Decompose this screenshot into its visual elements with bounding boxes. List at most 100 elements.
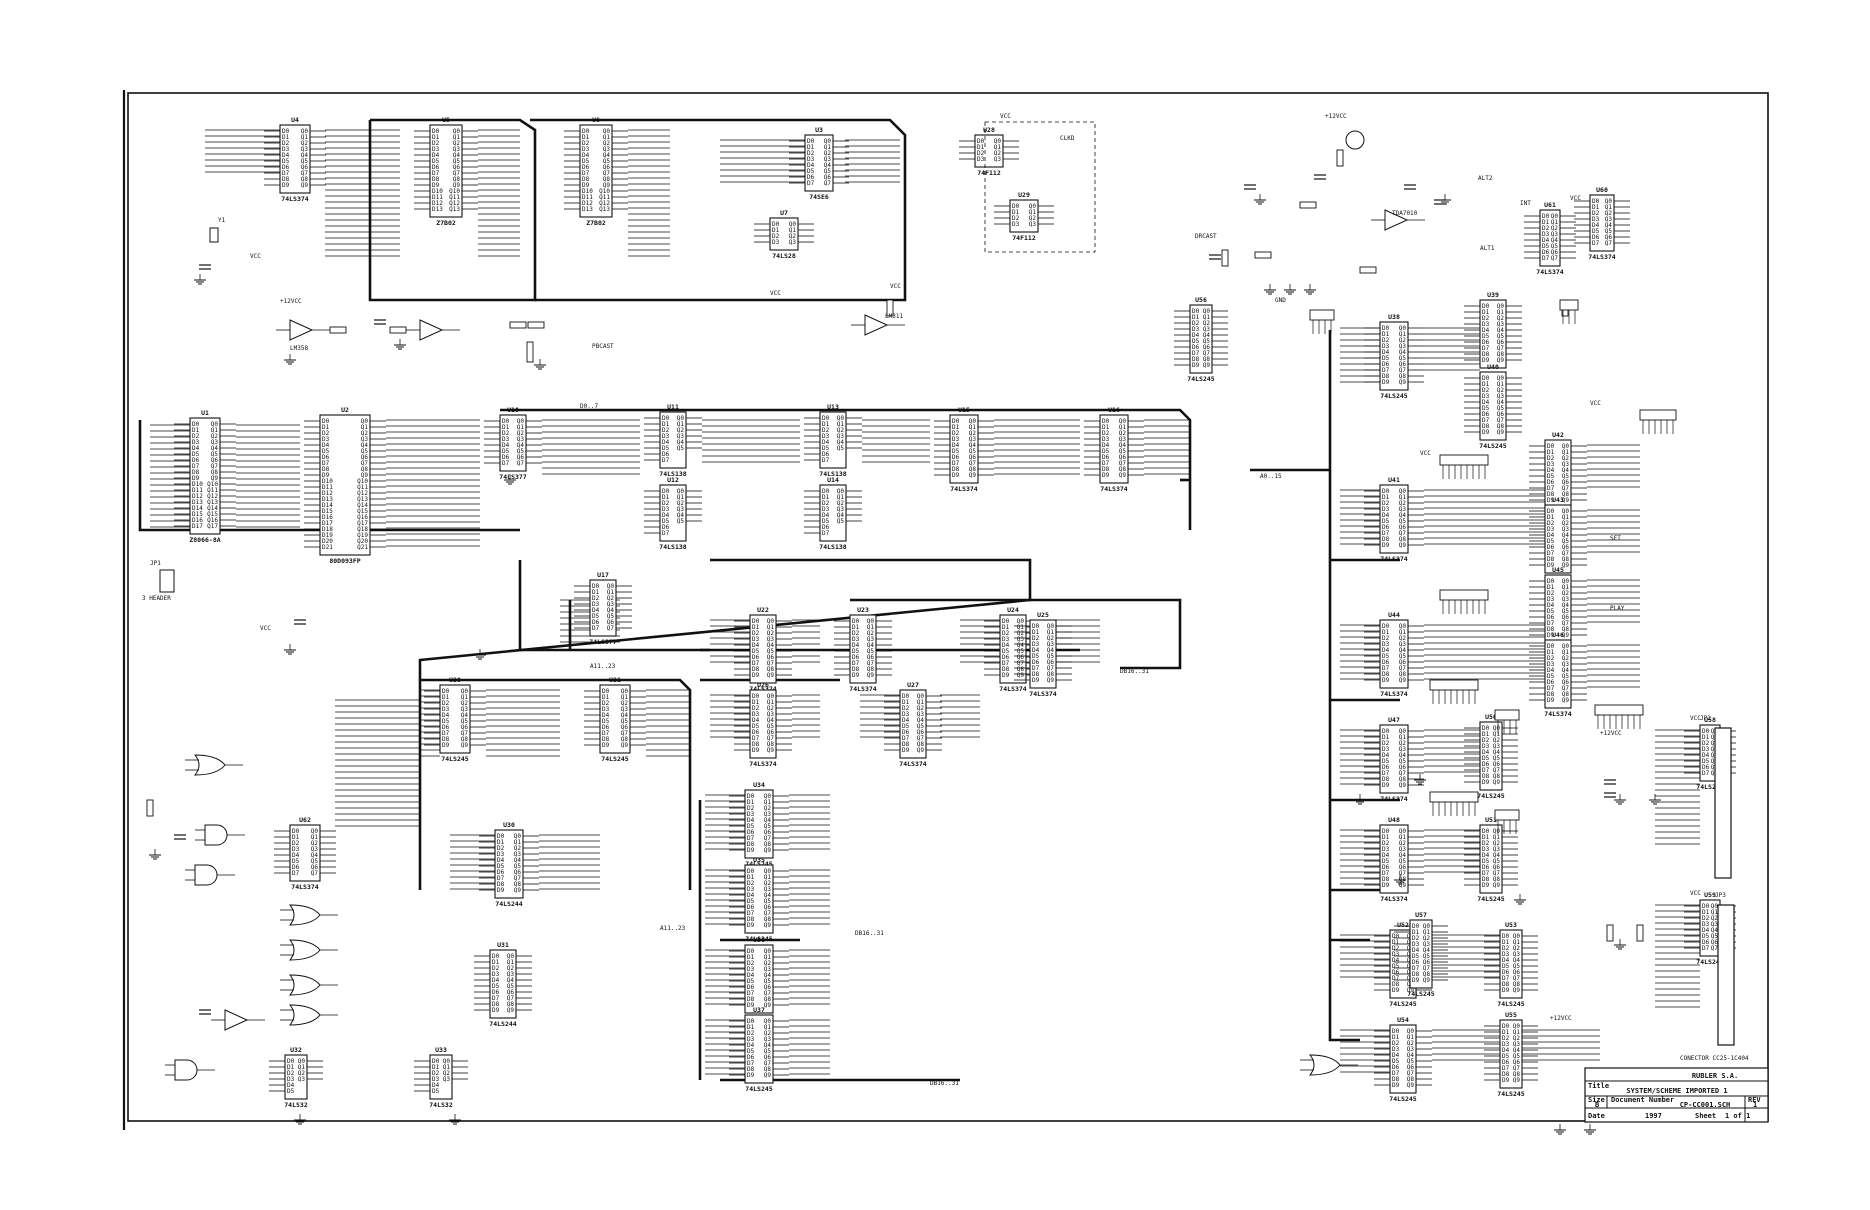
ic-body <box>1379 724 1409 794</box>
ic-pin-name: D1 <box>502 424 510 431</box>
ic-pin-name: Q4 <box>764 817 772 824</box>
net-label: JP3 <box>1715 892 1726 899</box>
ic-pin-name: Q6 <box>301 164 309 171</box>
ic-pin-name: D2 <box>1482 387 1490 394</box>
capacitor <box>174 834 186 840</box>
ic-pin-name: Q6 <box>507 989 515 996</box>
ic-part: 74LS374 <box>1544 710 1571 718</box>
net-label: GND <box>1275 297 1286 304</box>
ic-pin-name: Q4 <box>1119 442 1127 449</box>
ic-pin-name: D4 <box>282 152 290 159</box>
ic-pin-name: Q8 <box>621 736 629 743</box>
buffer-body <box>864 314 889 336</box>
ic-pin-name: D7 <box>1482 345 1490 352</box>
ic-pin-name: D4 <box>1382 512 1390 519</box>
ic-pin-name: Q1 <box>517 424 525 431</box>
ic-pin-name: Q9 <box>1407 987 1415 994</box>
ic-pin-name: D19 <box>322 532 333 539</box>
ground-symbol <box>394 339 406 350</box>
ic-ref: U22 <box>757 606 769 614</box>
ic-ref: U34 <box>753 781 765 789</box>
ic-pin-name: D3 <box>1392 1046 1400 1053</box>
ic-pin-name: D5 <box>752 723 760 730</box>
ic-pin-name: Q0 <box>764 793 772 800</box>
ic-ref: U52 <box>1397 921 1409 929</box>
ic-pin-name: Q6 <box>1423 959 1431 966</box>
potentiometer <box>526 341 534 363</box>
or-gate <box>280 904 338 926</box>
ic-pin-name: D9 <box>1547 697 1555 704</box>
ic-pin-name: Q1 <box>443 1064 451 1071</box>
ic-pin-name: Q6 <box>1399 524 1407 531</box>
ic-pin-name: Q0 <box>607 583 615 590</box>
ic-pin-name: Q4 <box>1399 647 1407 654</box>
ic-pin-name: D5 <box>807 168 815 175</box>
ic-pin-name: Q3 <box>311 846 319 853</box>
ic-pin-name: Q2 <box>837 427 845 434</box>
ic-ref: U51 <box>1485 816 1497 824</box>
and-gate <box>195 824 245 846</box>
resistor-body <box>1336 149 1344 167</box>
ic-pin-name: Q7 <box>764 910 772 917</box>
ic-pin-name: Q5 <box>867 648 875 655</box>
ic-pin-name: D2 <box>1002 630 1010 637</box>
ic-pin-name: D2 <box>1392 1040 1400 1047</box>
ic-pin-name: D3 <box>747 886 755 893</box>
ic-pin-name: D9 <box>1002 672 1010 679</box>
net-label: INT <box>1520 200 1531 207</box>
ic-pin-name: Q7 <box>1399 665 1407 672</box>
ic-pin-name: Q3 <box>507 971 515 978</box>
ic-part: 74LS245 <box>1696 783 1723 791</box>
ic-pin-name: D0 <box>192 421 200 428</box>
ic-pin-name: Q0 <box>994 138 1002 145</box>
ic-pin-name: Q2 <box>1399 337 1407 344</box>
ic-u50: D0D1D2D3D4D5D6D7D8D9Q0Q1Q2Q3Q4Q5Q6Q7Q8Q9… <box>1464 713 1518 800</box>
ic-pin-name: D2 <box>772 233 780 240</box>
ic-pin-name: D9 <box>492 1007 500 1014</box>
ic-pin-name: D1 <box>1382 834 1390 841</box>
ic-part: Z7B02 <box>586 219 606 227</box>
ic-pin-name: D7 <box>1382 870 1390 877</box>
ic-pin-name: D1 <box>432 134 440 141</box>
ic-pin-name: D4 <box>292 852 300 859</box>
ic-pin-name: D9 <box>497 887 505 894</box>
ic-pin-name: Q6 <box>764 984 772 991</box>
ic-pin-name: Q2 <box>1407 1040 1415 1047</box>
ic-pin-name: Q10 <box>207 481 218 488</box>
ic-pin-name: D0 <box>322 418 330 425</box>
ic-pin-name: Q1 <box>514 839 522 846</box>
ic-pin-name: D1 <box>1502 939 1510 946</box>
ic-pin-name: D5 <box>1102 448 1110 455</box>
ic-pin-name: D1 <box>1482 381 1490 388</box>
ic-pin-name: D7 <box>1482 870 1490 877</box>
ic-pin-name: Q4 <box>361 442 369 449</box>
ic-ref: U13 <box>827 403 839 411</box>
or-gate <box>185 754 243 776</box>
ic-pin-name: Q8 <box>1203 356 1211 363</box>
ic-pin-name: D6 <box>1547 614 1555 621</box>
ic-pin-name: Q0 <box>1203 308 1211 315</box>
ic-pin-name: Q5 <box>1551 243 1559 250</box>
ic-pin-name: Q3 <box>1423 941 1431 948</box>
ic-pin-name: Q2 <box>443 1070 451 1077</box>
ic-pin-name: D9 <box>952 472 960 479</box>
ic-part: 74LS374 <box>1380 690 1407 698</box>
ic-pin-name: Q13 <box>207 499 218 506</box>
ic-body <box>899 689 927 759</box>
ic-pin-name: D9 <box>1482 357 1490 364</box>
net-labels: VCCVCCVCCVCCVCCVCCVCCVCCVCCVCC+12VCC+12V… <box>142 113 1749 1087</box>
ic-pin-name: D1 <box>322 424 330 431</box>
ic-pin-name: D6 <box>282 164 290 171</box>
ic-pin-name: D7 <box>1382 665 1390 672</box>
ic-body <box>1499 929 1523 999</box>
ic-pin-name: Q2 <box>1399 840 1407 847</box>
ic-pin-name: D13 <box>322 496 333 503</box>
ic-pin-name: Q7 <box>969 460 977 467</box>
net-label: JP2 <box>1700 715 1711 722</box>
ic-pin-name: D3 <box>747 811 755 818</box>
ic-body <box>599 684 631 754</box>
ic-pin-name: Q4 <box>1513 1047 1521 1054</box>
ic-ref: U32 <box>290 1046 302 1054</box>
